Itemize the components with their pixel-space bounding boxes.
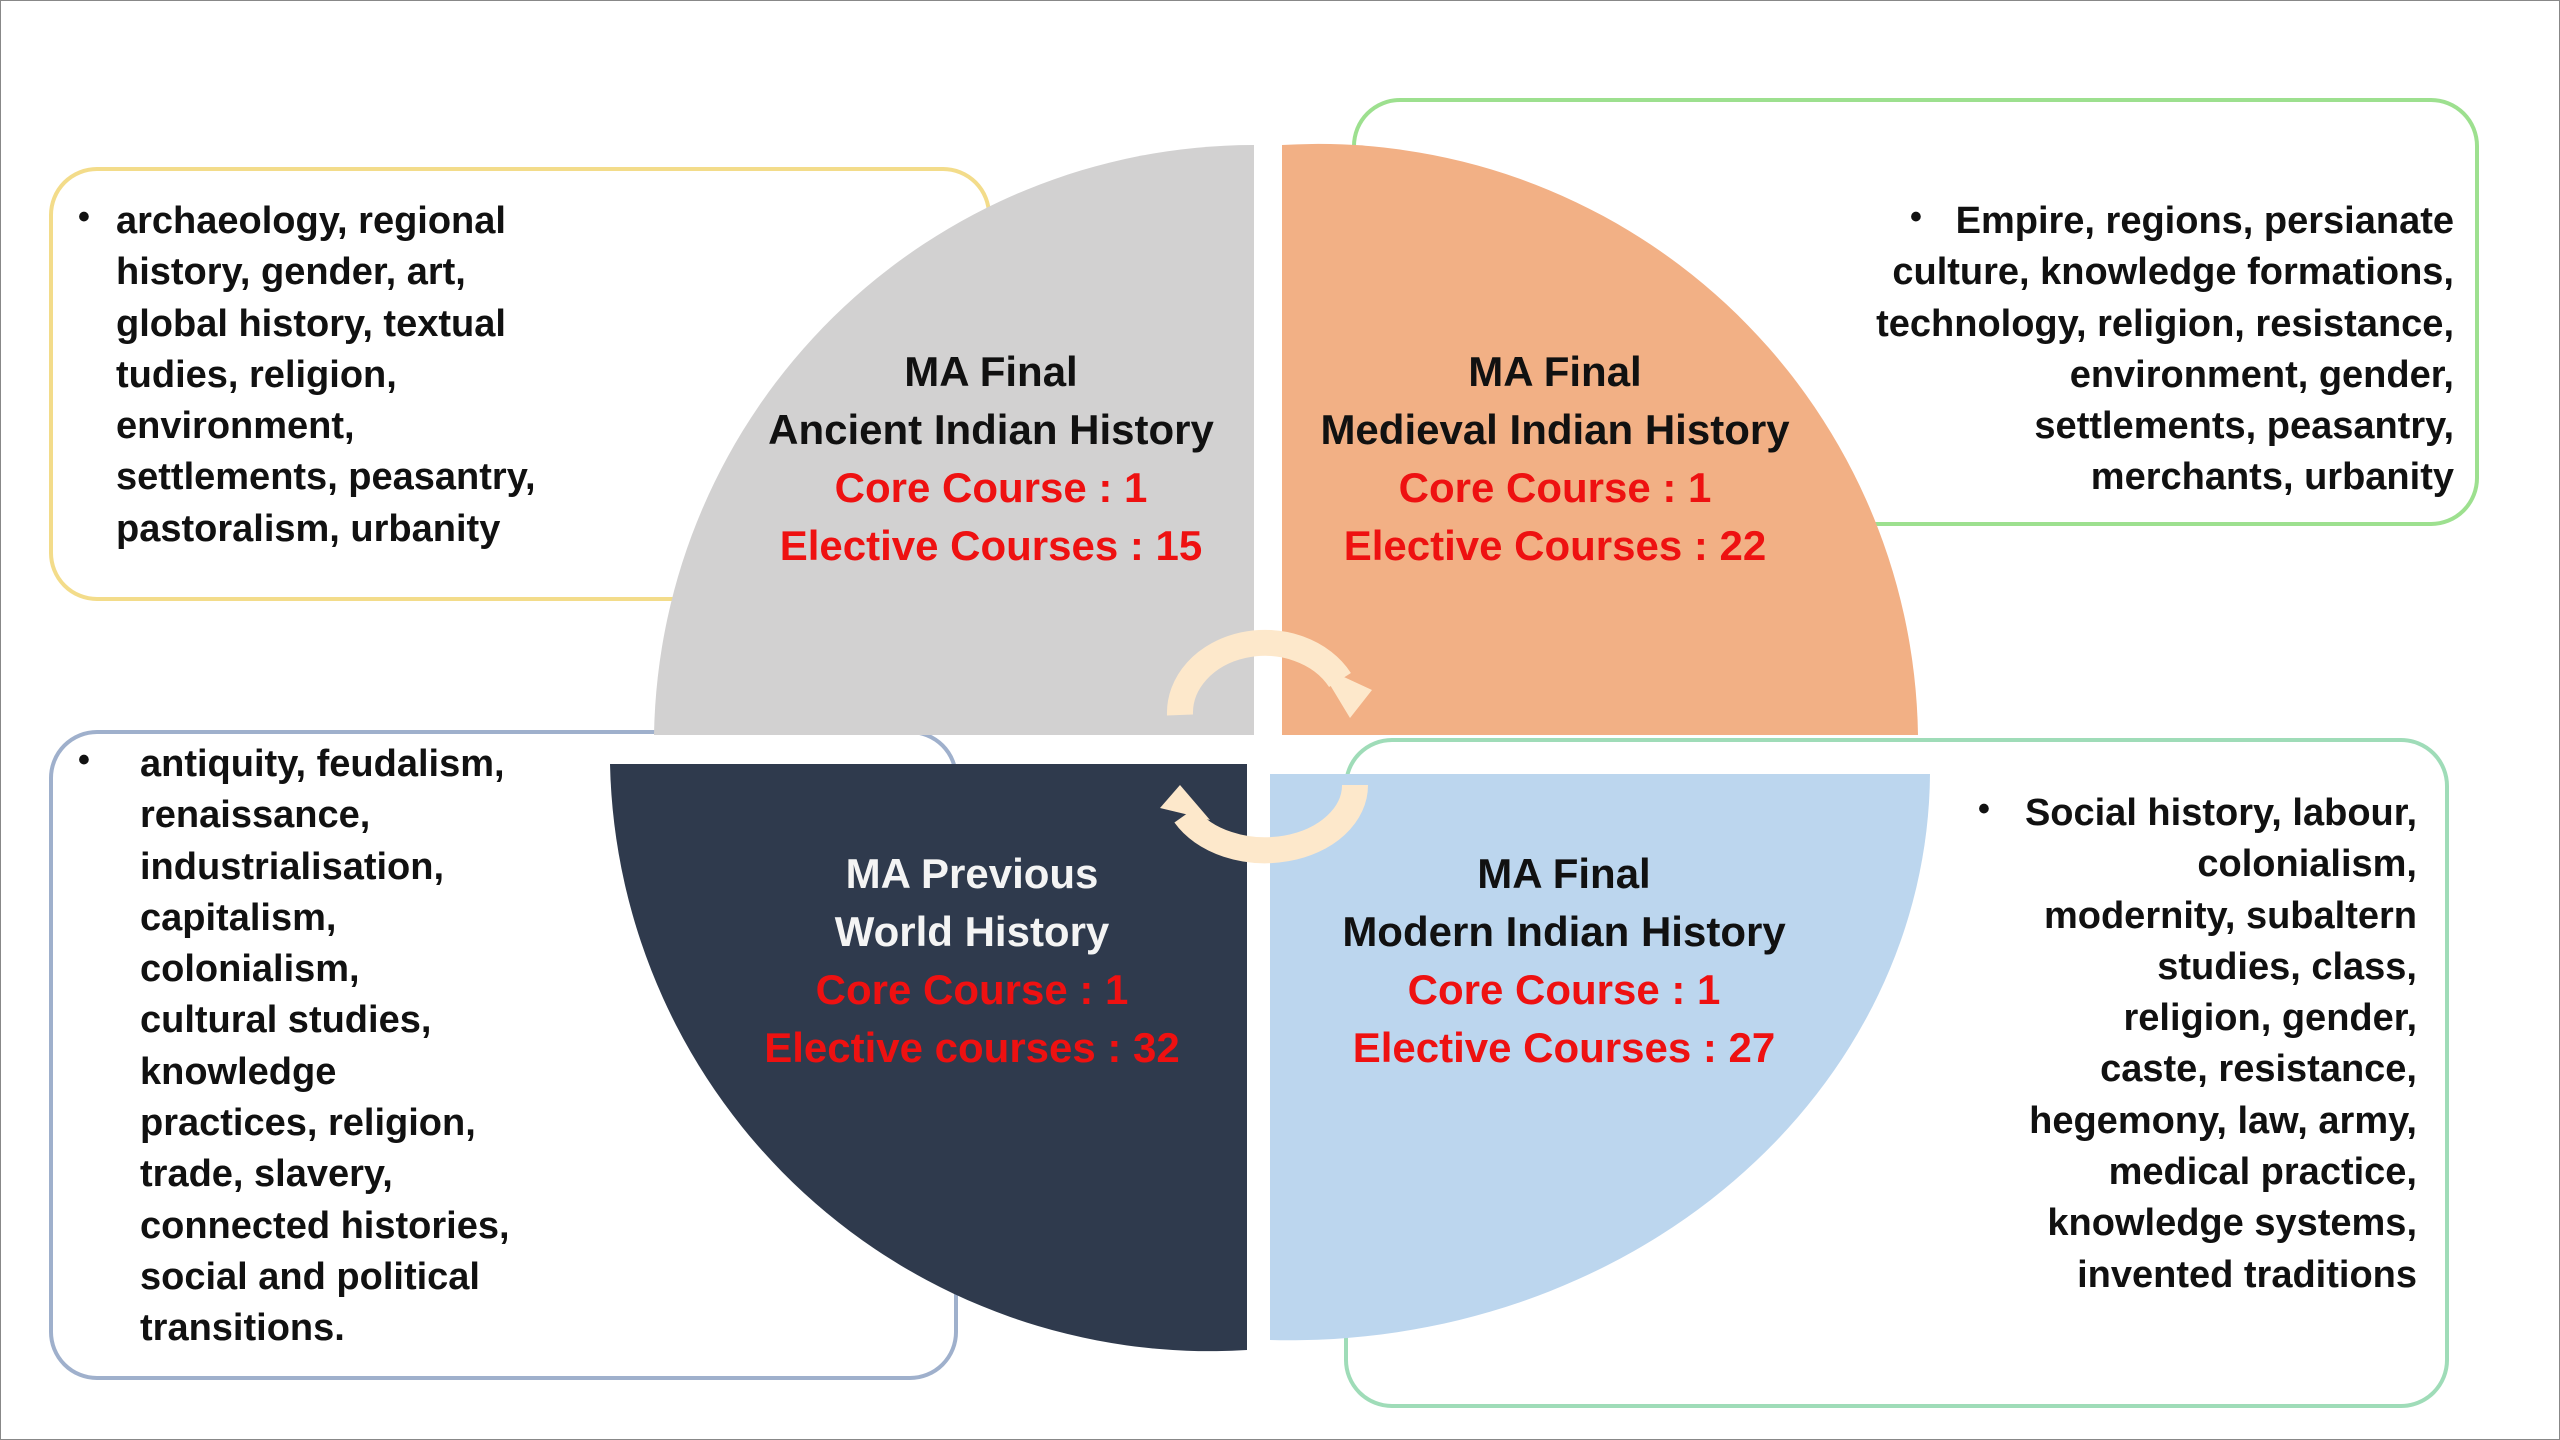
list-item: settlements, peasantry,	[116, 456, 536, 499]
arrow-head-top-icon	[1318, 665, 1372, 718]
elective-course-count: Elective Courses : 27	[1352, 1024, 1776, 1071]
list-item: knowledge systems,	[2047, 1202, 2417, 1245]
bullet-icon: •	[1910, 198, 1922, 236]
list-item: tudies, religion,	[116, 353, 397, 396]
list-item: practices, religion,	[140, 1102, 476, 1145]
program-year: MA Final	[904, 348, 1078, 395]
list-item: studies, class,	[2157, 945, 2417, 988]
list-item: hegemony, law, army,	[2029, 1099, 2417, 1142]
list-item: history, gender, art,	[116, 251, 466, 294]
list-item: connected histories,	[140, 1204, 510, 1247]
world-topics-list: antiquity, feudalism, renaissance, indus…	[140, 739, 510, 1355]
program-title: Ancient Indian History	[768, 406, 1214, 453]
core-course-count: Core Course : 1	[815, 966, 1129, 1013]
modern-quadrant-label: MA Final Modern Indian History Core Cour…	[1214, 845, 1914, 1077]
list-item: technology, religion, resistance,	[1876, 302, 2454, 345]
quadrant-medieval	[1282, 143, 1918, 735]
arrow-head-bottom-icon	[1160, 785, 1210, 820]
core-course-count: Core Course : 1	[1398, 464, 1712, 511]
list-item: settlements, peasantry,	[2034, 405, 2454, 448]
bullet-icon: •	[78, 741, 90, 779]
ancient-quadrant-label: MA Final Ancient Indian History Core Cou…	[641, 343, 1341, 575]
bullet-icon: •	[1978, 790, 1990, 828]
medieval-topics-list: Empire, regions, persianate culture, kno…	[1876, 196, 2454, 504]
elective-course-count: Elective courses : 32	[764, 1024, 1180, 1071]
program-title: World History	[834, 908, 1110, 955]
medieval-quadrant-label: MA Final Medieval Indian History Core Co…	[1205, 343, 1905, 575]
list-item: antiquity, feudalism,	[140, 743, 505, 785]
list-item: trade, slavery,	[140, 1153, 393, 1196]
list-item: capitalism,	[140, 896, 337, 939]
cycle-arrow-top-icon	[1166, 629, 1351, 716]
program-year: MA Final	[1468, 348, 1642, 395]
list-item: medical practice,	[2108, 1151, 2417, 1194]
list-item: environment, gender,	[2069, 353, 2454, 396]
list-item: environment,	[116, 405, 355, 448]
list-item: industrialisation,	[140, 845, 445, 888]
elective-course-count: Elective Courses : 15	[779, 522, 1203, 569]
list-item: merchants, urbanity	[2090, 456, 2454, 499]
list-item: pastoralism, urbanity	[116, 507, 501, 550]
list-item: cultural studies,	[140, 999, 432, 1042]
world-quadrant-label: MA Previous World History Core Course : …	[622, 845, 1322, 1077]
list-item: culture, knowledge formations,	[1892, 251, 2454, 294]
quadrant-world	[610, 764, 1247, 1352]
list-item: Social history, labour,	[2024, 792, 2417, 834]
core-course-count: Core Course : 1	[834, 464, 1148, 511]
list-item: colonialism,	[140, 948, 360, 991]
list-item: caste, resistance,	[2100, 1048, 2417, 1091]
list-item: Empire, regions, persianate	[1955, 200, 2454, 242]
list-item: archaeology, regional	[116, 200, 506, 242]
list-item: invented traditions	[2077, 1253, 2417, 1296]
list-item: colonialism,	[2197, 843, 2417, 886]
quadrant-modern	[1270, 774, 1930, 1341]
modern-topics-list: Social history, labour, colonialism, mod…	[2025, 788, 2417, 1301]
quadrant-ancient	[654, 145, 1254, 735]
list-item: transitions.	[140, 1307, 345, 1350]
program-title: Medieval Indian History	[1320, 406, 1790, 453]
core-course-count: Core Course : 1	[1407, 966, 1721, 1013]
program-title: Modern Indian History	[1342, 908, 1786, 955]
list-item: religion, gender,	[2123, 997, 2418, 1040]
ancient-topics-list: archaeology, regional history, gender, a…	[116, 196, 536, 555]
list-item: knowledge	[140, 1050, 337, 1093]
program-year: MA Final	[1477, 850, 1651, 897]
program-year: MA Previous	[845, 850, 1099, 897]
bullet-icon: •	[78, 198, 90, 236]
list-item: renaissance,	[140, 794, 371, 837]
cycle-arrow-bottom-icon	[1174, 784, 1369, 864]
list-item: modernity, subaltern	[2043, 894, 2417, 937]
list-item: social and political	[140, 1255, 480, 1298]
list-item: global history, textual	[116, 302, 506, 345]
elective-course-count: Elective Courses : 22	[1343, 522, 1767, 569]
